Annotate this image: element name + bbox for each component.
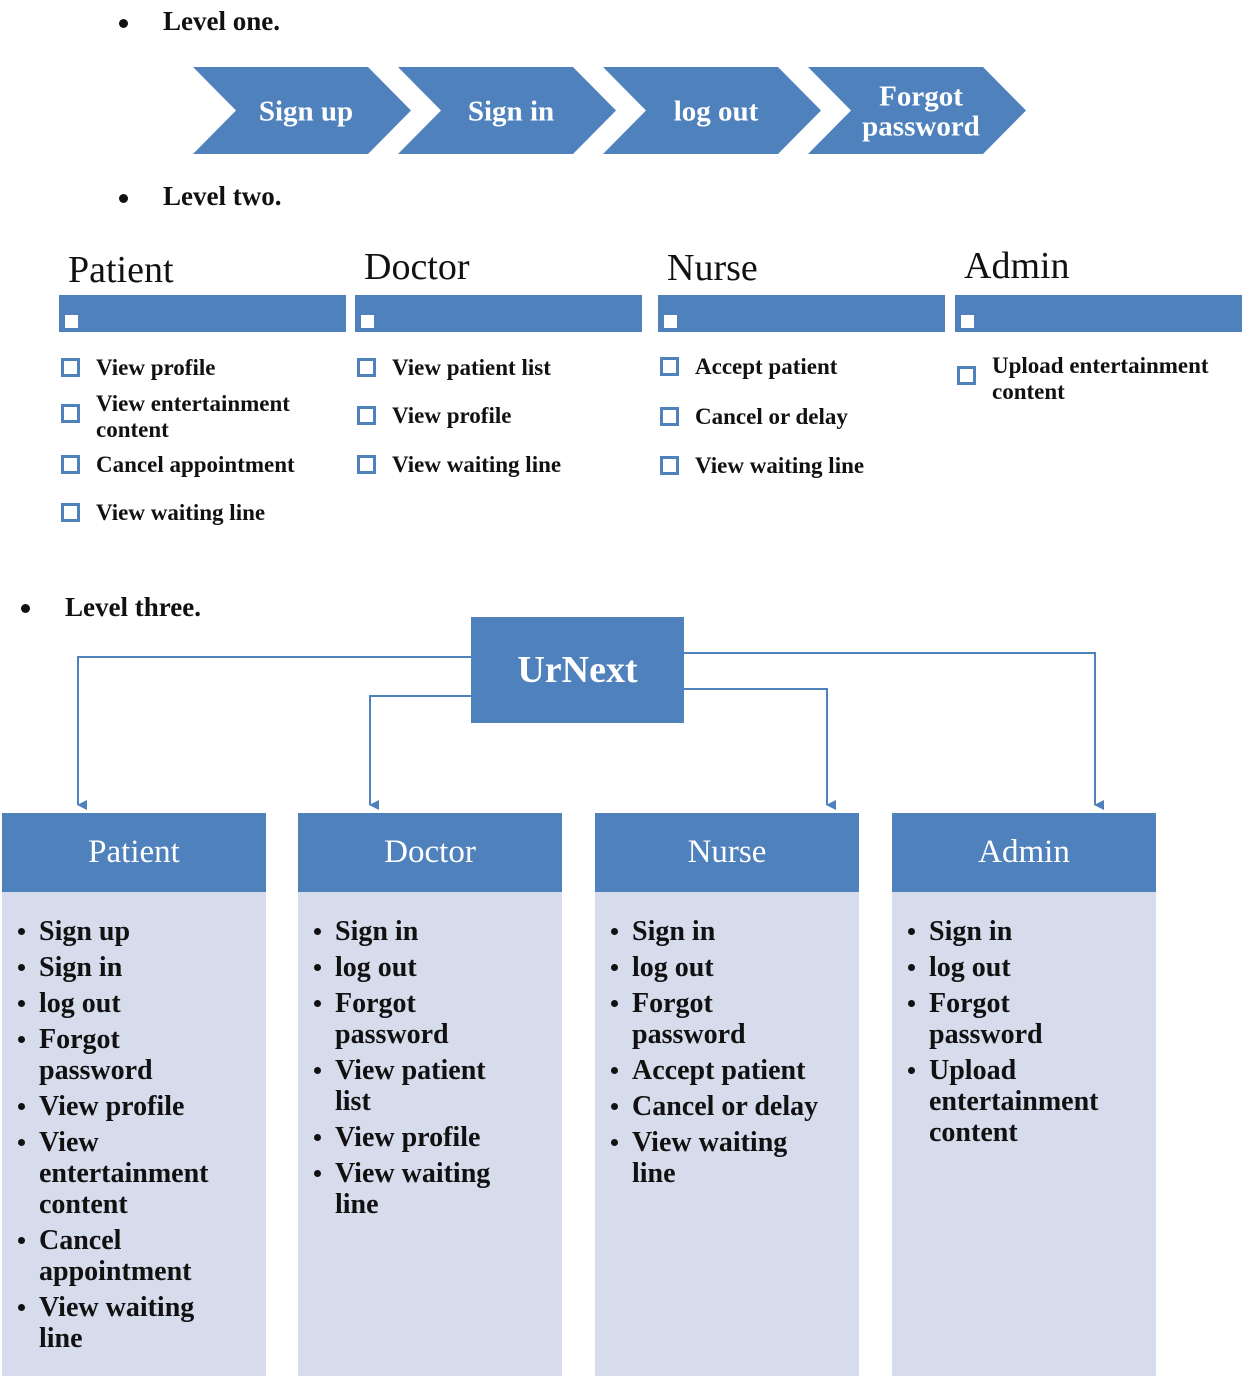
- root-node-urnext: UrNext: [471, 617, 684, 723]
- role-item-view-profile: View profile: [392, 403, 512, 428]
- column-header-admin: Admin: [892, 813, 1156, 892]
- level-two-heading: Level two.: [163, 181, 282, 211]
- connector-doctor: [369, 695, 471, 810]
- list-item: View profile: [298, 1122, 562, 1153]
- hierarchy-connectors: [77, 652, 1104, 810]
- role-bar-doctor: [355, 295, 642, 332]
- chevron-forgot-password: [808, 67, 1026, 154]
- role-item-accept-patient: Accept patient: [695, 354, 838, 379]
- list-item: Sign in: [892, 916, 1156, 947]
- checkbox-icon: [957, 366, 976, 385]
- checkbox-icon: [660, 456, 679, 475]
- chevron-label: Sign up: [259, 96, 353, 128]
- role-bar-nurse: [658, 295, 945, 332]
- checkbox-icon: [357, 358, 376, 377]
- role-item-view-waiting-line: View waiting line: [96, 500, 266, 525]
- column-header-doctor: Doctor: [298, 813, 562, 892]
- level-two-bullet: [119, 194, 128, 203]
- level-one-heading: Level one.: [163, 6, 280, 36]
- role-item-view-profile: View profile: [96, 355, 216, 380]
- list-item: Sign up: [2, 916, 266, 947]
- chevron-label: log out: [674, 96, 759, 128]
- list-item: Sign in: [2, 952, 266, 983]
- list-item: log out: [595, 952, 859, 983]
- list-item: log out: [2, 988, 266, 1019]
- role-item-cancel-or-delay: Cancel or delay: [695, 404, 848, 429]
- column-header-patient: Patient: [2, 813, 266, 892]
- chevron-label: Sign in: [468, 96, 554, 128]
- role-bar-patient: [59, 295, 346, 332]
- chevron-label: password: [862, 111, 980, 143]
- role-bar-marker: [961, 315, 974, 328]
- list-item: log out: [298, 952, 562, 983]
- role-bar-marker: [65, 315, 78, 328]
- checkbox-icon: [660, 407, 679, 426]
- role-bar-admin: [955, 295, 1242, 332]
- role-item-cancel-appointment: Cancel appointment: [96, 452, 295, 477]
- list-item: log out: [892, 952, 1156, 983]
- connector-nurse: [684, 688, 836, 810]
- role-item-view-patient-list: View patient list: [392, 355, 551, 380]
- list-item: View profile: [2, 1091, 266, 1122]
- list-item: Cancel or delay: [595, 1091, 859, 1122]
- checkbox-icon: [660, 357, 679, 376]
- role-title-doctor: Doctor: [364, 246, 470, 288]
- role-title-nurse: Nurse: [667, 247, 758, 289]
- role-bar-marker: [664, 315, 677, 328]
- role-bar-marker: [361, 315, 374, 328]
- role-title-admin: Admin: [964, 245, 1070, 287]
- column-header-nurse: Nurse: [595, 813, 859, 892]
- role-title-patient: Patient: [68, 249, 174, 291]
- checkbox-icon: [61, 358, 80, 377]
- chevron-sign-up: [193, 67, 411, 154]
- level-three-bullet: [21, 604, 30, 613]
- list-item: Sign in: [595, 916, 859, 947]
- checkbox-icon: [61, 455, 80, 474]
- level-one-bullet: [119, 19, 128, 28]
- list-item: Accept patient: [595, 1055, 859, 1086]
- role-item-view-waiting-line: View waiting line: [695, 453, 865, 478]
- connector-patient: [77, 656, 471, 810]
- chevron-label: Forgot: [879, 81, 963, 113]
- list-item: Sign in: [298, 916, 562, 947]
- checkbox-icon: [61, 404, 80, 423]
- chevron-log-out: [603, 67, 821, 154]
- chevron-sign-in: [398, 67, 616, 154]
- role-item-view-waiting-line: View waiting line: [392, 452, 562, 477]
- checkbox-icon: [61, 503, 80, 522]
- checkbox-icon: [357, 406, 376, 425]
- connector-admin: [684, 652, 1104, 810]
- checkbox-icon: [357, 455, 376, 474]
- level-three-heading: Level three.: [65, 592, 201, 622]
